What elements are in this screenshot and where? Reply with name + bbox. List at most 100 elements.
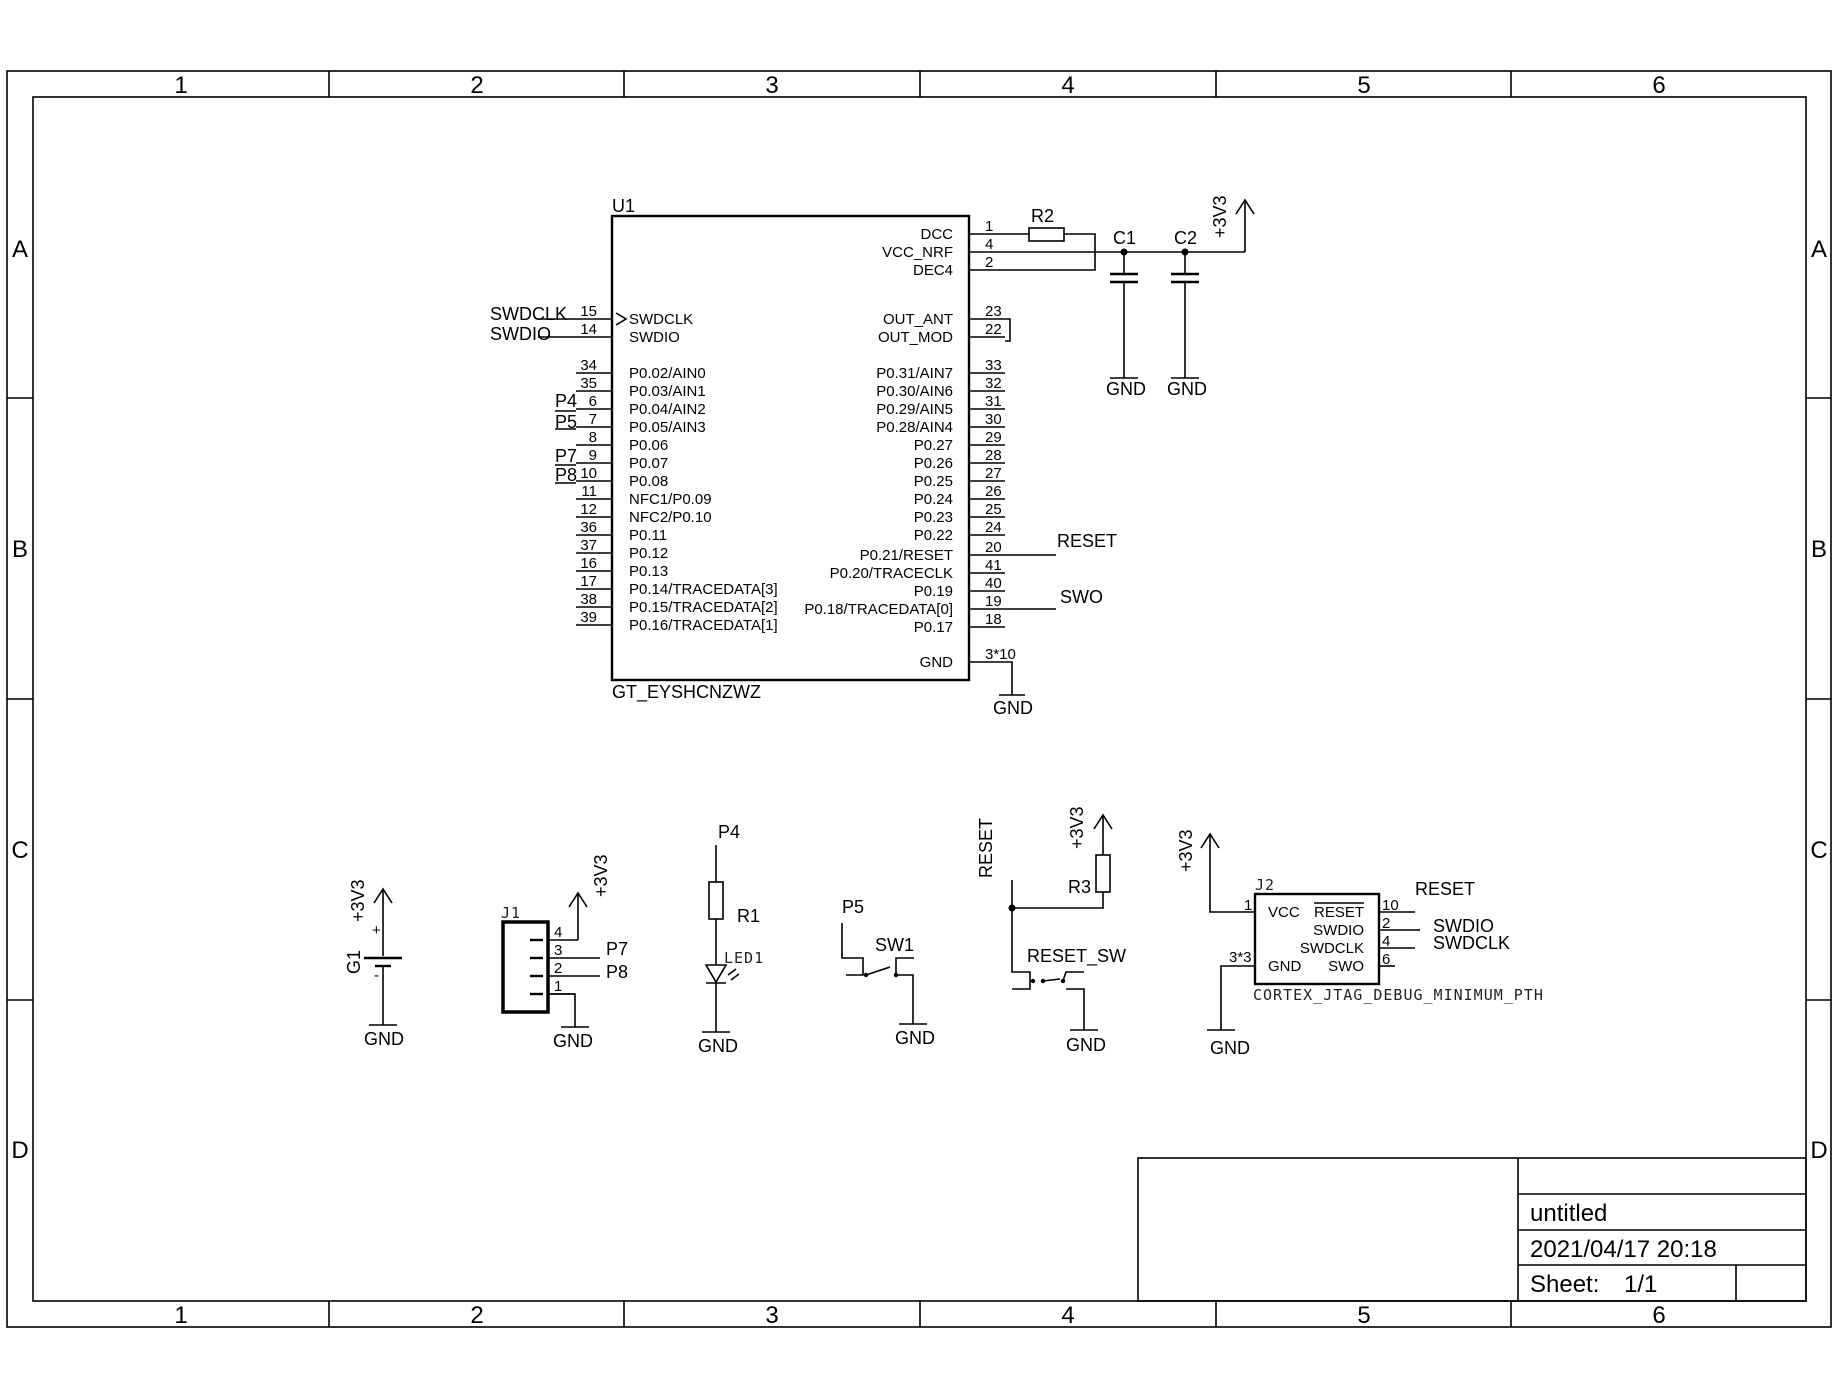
frame-col-label: 4 [1061,1302,1074,1329]
u1-pin[interactable]: 14 SWDIO [576,321,680,346]
reset-switch-circuit[interactable]: RESET R3 +3V3 RESET_SW GND [976,806,1126,1055]
frame-row-labels-right: A B C D [1810,236,1827,1164]
net-label-p4: P4 [718,822,740,842]
j2-pin-name: GND [1268,958,1302,975]
net-label-swdclk: SWDCLK [1433,933,1510,953]
net-label-reset: RESET [1415,879,1475,899]
frame-col-label: 2 [470,72,483,99]
gnd-label: GND [993,698,1033,718]
frame-row-label: D [11,1137,28,1164]
u1-pin-name: P0.08 [629,473,668,490]
led1-ref: LED1 [724,949,764,967]
u1-pin-number: 39 [580,609,597,626]
gnd-label: GND [364,1029,404,1049]
j1-pin-number: 3 [554,942,562,959]
u1-pin-name: P0.11 [629,527,667,544]
power-label-3v3: +3V3 [1176,829,1196,872]
u1-pin-name: OUT_ANT [883,311,953,328]
g1-plus-sign: + [372,922,381,939]
j2-pin-name: SWO [1328,958,1364,975]
u1-pin-name: P0.03/AIN1 [629,383,706,400]
u1-pin-number: 30 [985,411,1002,428]
u1-pin[interactable]: 35 P0.03/AIN1 [576,375,706,400]
u1-pin-name: DEC4 [913,262,953,279]
power-label-3v3: +3V3 [1067,806,1087,849]
u1-pin-number: 14 [580,321,597,338]
u1-pin-name: P0.02/AIN0 [629,365,706,382]
r1-led1-branch[interactable]: P4 R1 LED1 GND [698,822,764,1056]
u1-pin-number: 22 [985,321,1002,338]
j2-pin-number: 4 [1382,933,1390,950]
gnd-label: GND [698,1036,738,1056]
c2-capacitor[interactable]: C2 GND [1167,228,1207,399]
u1-pin-number: 17 [580,573,597,590]
frame-col-label: 5 [1357,72,1370,99]
u1-pin-name: P0.24 [914,491,953,508]
u1-pin-name: SWDIO [629,329,680,346]
r2-resistor[interactable]: R2 [1028,206,1065,242]
j2-debug-connector[interactable]: J2 CORTEX_JTAG_DEBUG_MINIMUM_PTH +3V3 1 … [1176,829,1544,1058]
title-block: untitled 2021/04/17 20:18 Sheet: 1/1 [1137,1157,1807,1302]
gnd-label: GND [895,1028,935,1048]
u1-pin-name: P0.25 [914,473,953,490]
power-label-3v3: +3V3 [1210,195,1230,238]
u1-pin-name: SWDCLK [629,311,693,328]
c1-ref: C1 [1113,228,1136,248]
u1-pin-number: 11 [581,483,597,500]
frame-column-labels-top: 1 2 3 4 5 6 [174,72,1665,99]
u1-pin-name: P0.22 [914,527,953,544]
net-label-p8: P8 [555,465,577,485]
u1-pin-number: 20 [985,539,1002,556]
sw1-switch[interactable]: P5 SW1 GND [841,897,935,1048]
frame-row-label: C [11,837,28,864]
u1-pin-number: 12 [580,501,597,518]
u1-pin-number: 41 [985,557,1002,574]
power-wiring: +3V3 [1005,195,1255,271]
antenna-loopback-wire [1005,318,1011,342]
u1-pin-number: 35 [580,375,597,392]
g1-battery[interactable]: +3V3 + - G1 GND [344,879,404,1049]
j1-connector[interactable]: J1 4 3 2 1 +3V3 P7 P8 GND [501,854,628,1051]
title-block-sheet-label: Sheet: [1530,1271,1599,1298]
gnd-label: GND [1106,379,1146,399]
c1-capacitor[interactable]: C1 GND [1106,228,1146,399]
